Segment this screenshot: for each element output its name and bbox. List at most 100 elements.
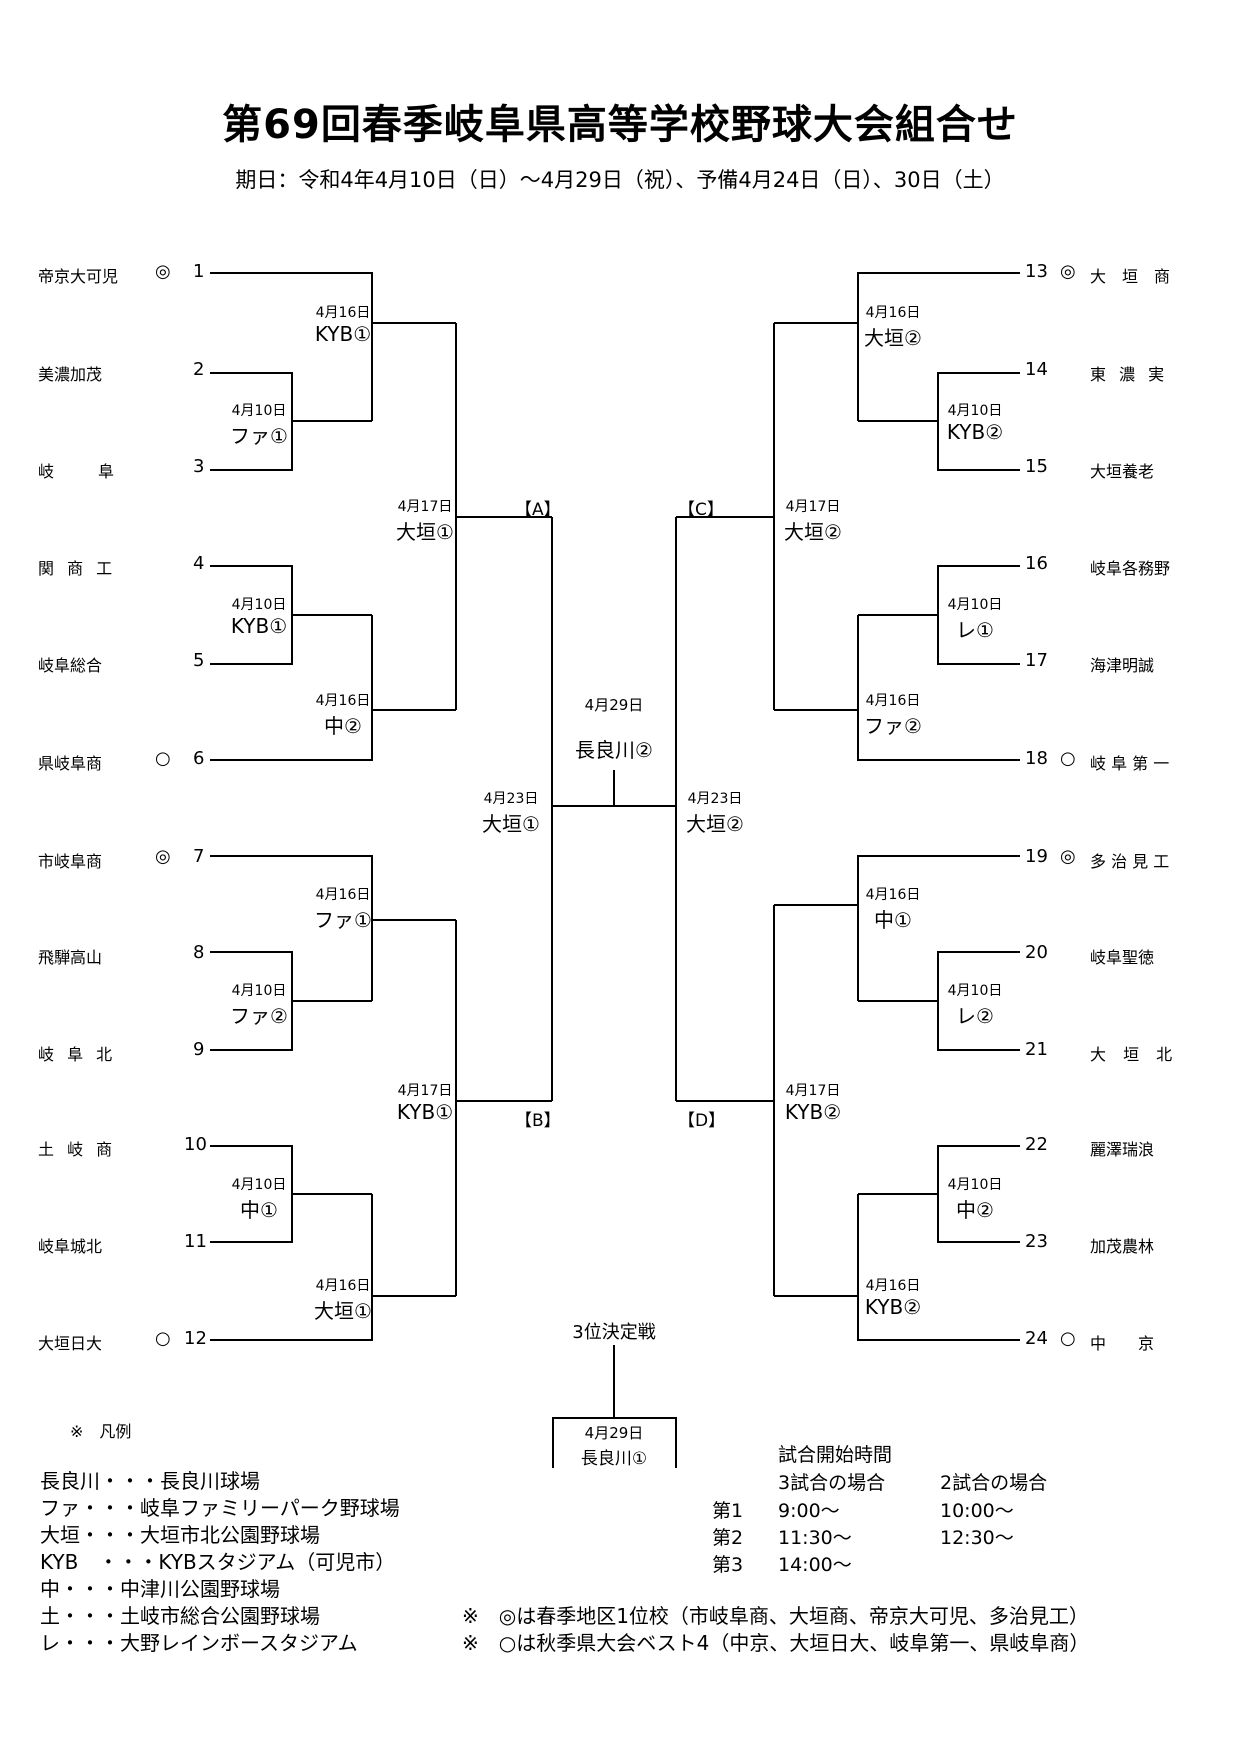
match-venue: KYB①: [396, 1100, 454, 1124]
seed-note: ※ ○は秋季県大会ベスト4（中京、大垣日大、岐阜第一、県岐阜商）: [462, 1631, 1090, 1655]
match-venue: 大垣①: [314, 1299, 372, 1323]
match-venue: 大垣①: [396, 520, 454, 544]
team-name-5: 岐阜総合: [38, 656, 103, 675]
match-venue: レ②: [956, 1004, 994, 1028]
match-venue: KYB②: [946, 420, 1004, 444]
match-date: 4月17日: [785, 499, 841, 515]
match-date: 4月16日: [315, 1278, 371, 1294]
team-name-23: 加茂農林: [1090, 1237, 1155, 1256]
block-label-d: 【D】: [678, 1111, 726, 1131]
match-date: 4月10日: [947, 1177, 1003, 1193]
team-name-11: 岐阜城北: [38, 1237, 103, 1256]
team-name-16: 岐阜各務野: [1090, 559, 1171, 578]
start-times-col3-header: 3試合の場合: [778, 1472, 886, 1494]
team-number-18: 18: [1025, 748, 1048, 769]
legend-item: ファ・・・岐阜ファミリーパーク野球場: [40, 1496, 400, 1520]
team-number-14: 14: [1025, 359, 1048, 380]
team-number-21: 21: [1025, 1039, 1048, 1060]
legend-item: KYB ・・・KYBスタジアム（可児市）: [40, 1550, 396, 1574]
team-name-15: 大垣養老: [1090, 462, 1155, 481]
match-venue: ファ②: [230, 1004, 288, 1028]
team-name-20: 岐阜聖徳: [1090, 948, 1155, 967]
team-name-24: 中 京: [1090, 1334, 1155, 1353]
match-venue: KYB①: [314, 322, 372, 346]
start-time-2games: 12:30～: [940, 1527, 1014, 1549]
match-venue: KYB①: [230, 614, 288, 638]
match-date: 4月16日: [315, 305, 371, 321]
tournament-dates: 期日：令和4年4月10日（日）～4月29日（祝）、予備4月24日（日）、30日（…: [235, 168, 1005, 192]
match-date: 4月16日: [865, 1278, 921, 1294]
match-venue: 大垣②: [784, 520, 842, 544]
match-date: 4月10日: [947, 403, 1003, 419]
match-venue: 大垣①: [482, 812, 540, 836]
legend-item: レ・・・大野レインボースタジアム: [40, 1631, 358, 1655]
match-venue: KYB②: [784, 1100, 842, 1124]
team-number-2: 2: [193, 359, 205, 380]
team-name-13: 大 垣 商: [1090, 267, 1171, 286]
match-date: 4月16日: [865, 693, 921, 709]
start-time-3games: 9:00～: [778, 1500, 840, 1522]
start-times-heading: 試合開始時間: [778, 1444, 893, 1466]
legend-item: 中・・・中津川公園野球場: [40, 1577, 280, 1601]
team-number-1: 1: [193, 261, 205, 282]
block-label-a: 【A】: [515, 500, 561, 520]
team-number-17: 17: [1025, 650, 1048, 671]
match-venue: ファ①: [314, 908, 372, 932]
team-name-19: 多 治 見 工: [1090, 852, 1170, 871]
match-date: 4月17日: [397, 1083, 453, 1099]
legend-heading: ※ 凡例: [70, 1422, 132, 1441]
match-date: 4月10日: [231, 403, 287, 419]
team-number-4: 4: [193, 553, 205, 574]
final-venue: 長良川②: [575, 738, 653, 762]
match-venue: ファ①: [230, 424, 288, 448]
seed-mark-19: ◎: [1060, 846, 1076, 867]
team-name-6: 県岐阜商: [38, 754, 103, 773]
match-venue: 中①: [240, 1198, 278, 1222]
team-name-7: 市岐阜商: [38, 852, 103, 871]
start-times-col2-header: 2試合の場合: [940, 1472, 1048, 1494]
team-number-5: 5: [193, 650, 205, 671]
team-name-22: 麗澤瑞浪: [1090, 1140, 1155, 1159]
match-date: 4月17日: [397, 499, 453, 515]
team-name-1: 帝京大可児: [38, 267, 119, 286]
block-label-b: 【B】: [515, 1111, 561, 1131]
start-time-3games: 14:00～: [778, 1554, 852, 1576]
team-number-20: 20: [1025, 942, 1048, 963]
seed-mark-13: ◎: [1060, 261, 1076, 282]
match-date: 4月23日: [687, 791, 743, 807]
match-date: 4月10日: [231, 983, 287, 999]
team-name-3: 岐 阜: [38, 462, 119, 481]
match-venue: KYB②: [864, 1295, 922, 1319]
team-number-13: 13: [1025, 261, 1048, 282]
match-venue: ファ②: [864, 714, 922, 738]
legend-item: 長良川・・・長良川球場: [40, 1469, 260, 1493]
team-number-10: 10: [184, 1134, 207, 1155]
seed-mark-18: ○: [1060, 748, 1076, 769]
match-date: 4月16日: [865, 887, 921, 903]
team-number-11: 11: [184, 1231, 207, 1252]
match-venue: レ①: [956, 618, 994, 642]
team-name-2: 美濃加茂: [38, 365, 103, 384]
team-number-24: 24: [1025, 1328, 1048, 1349]
legend-item: 土・・・土岐市総合公園野球場: [40, 1604, 320, 1628]
match-date: 4月16日: [315, 693, 371, 709]
team-number-22: 22: [1025, 1134, 1048, 1155]
block-label-c: 【C】: [678, 500, 724, 520]
team-number-6: 6: [193, 748, 205, 769]
seed-mark-12: ○: [155, 1328, 171, 1349]
team-name-14: 東 濃 実: [1090, 365, 1169, 384]
team-number-12: 12: [184, 1328, 207, 1349]
start-time-row-label: 第1: [712, 1500, 744, 1522]
seed-mark-24: ○: [1060, 1328, 1076, 1349]
match-date: 4月10日: [231, 1177, 287, 1193]
team-number-15: 15: [1025, 456, 1048, 477]
team-name-10: 土 岐 商: [38, 1140, 117, 1159]
match-date: 4月23日: [483, 791, 539, 807]
third-place-label: 3位決定戦: [572, 1322, 656, 1343]
match-venue: 中②: [324, 714, 362, 738]
team-number-3: 3: [193, 456, 205, 477]
seed-note: ※ ◎は春季地区1位校（市岐阜商、大垣商、帝京大可児、多治見工）: [462, 1604, 1089, 1628]
third-place-venue: 長良川①: [580, 1449, 648, 1469]
team-number-8: 8: [193, 942, 205, 963]
team-name-4: 関 商 工: [38, 559, 117, 578]
